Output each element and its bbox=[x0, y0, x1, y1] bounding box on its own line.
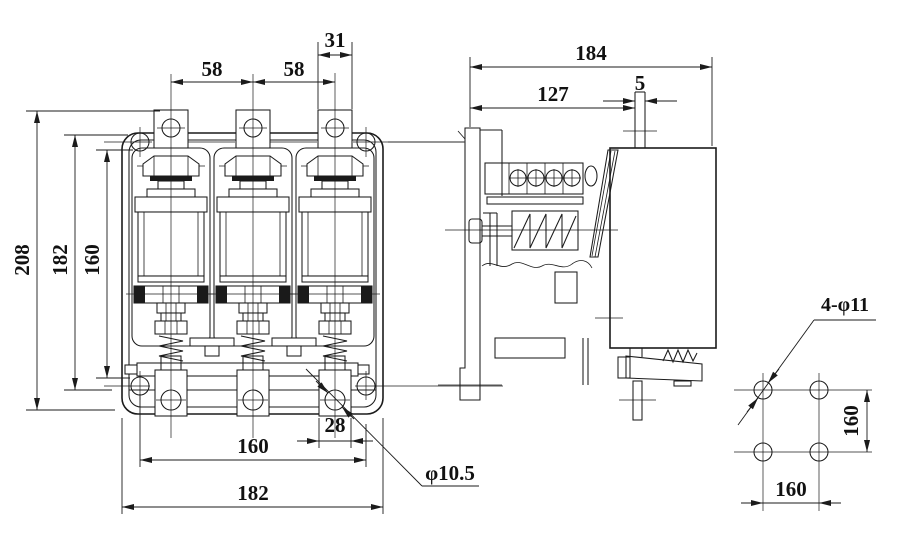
dim-pole-pitch-left: 58 bbox=[202, 57, 223, 81]
mounting-hole-pattern: 160 160 4-φ11 bbox=[734, 294, 876, 511]
mounting-hole-bottom-right bbox=[809, 442, 829, 462]
break-line bbox=[481, 260, 593, 269]
dim-mounting-span: 160 bbox=[237, 434, 269, 458]
pattern-callout-leader: 4-φ11 bbox=[737, 294, 876, 426]
dim-pole-pitch-right: 58 bbox=[284, 57, 305, 81]
dim-depth-body: 127 bbox=[537, 82, 569, 106]
hole-callout-leader: φ10.5 bbox=[305, 368, 479, 487]
dim-width-overall: 182 bbox=[237, 481, 269, 505]
dim-height-frame: 182 bbox=[48, 244, 72, 276]
magnet-housing bbox=[609, 147, 717, 349]
side-centerlines bbox=[388, 141, 618, 386]
dim-depth-overall: 184 bbox=[575, 41, 607, 65]
dim-lower-terminal-width: 28 bbox=[325, 413, 346, 437]
mounting-hole-top-left bbox=[753, 380, 773, 400]
bottom-bracket bbox=[617, 348, 703, 421]
lever-arm bbox=[589, 149, 619, 258]
dim-vertical-pitch: 160 bbox=[839, 405, 863, 437]
mounting-hole-bottom-left bbox=[753, 442, 773, 462]
mounting-hole-top-right bbox=[809, 380, 829, 400]
dim-terminal-width: 31 bbox=[325, 28, 346, 52]
lower-housing bbox=[494, 337, 566, 359]
side-view: 184 127 5 bbox=[388, 41, 717, 421]
front-dimensions: 58 58 31 208 182 160 160 1 bbox=[10, 28, 479, 514]
bottom-bolt bbox=[632, 380, 643, 421]
centerlines bbox=[104, 73, 503, 438]
adjust-bolt-head bbox=[468, 218, 483, 244]
frame-webs bbox=[189, 337, 317, 357]
mounting-plate bbox=[459, 127, 481, 401]
front-view: 58 58 31 208 182 160 160 1 bbox=[10, 28, 503, 514]
bracket-spring bbox=[662, 348, 698, 364]
side-dimensions: 184 127 5 bbox=[469, 41, 713, 146]
dim-height-overall: 208 bbox=[10, 244, 34, 276]
side-screw-head bbox=[584, 165, 598, 187]
return-spring-assembly bbox=[468, 210, 579, 266]
dim-pin-width: 5 bbox=[635, 71, 646, 95]
pattern-centerlines bbox=[734, 373, 872, 511]
dim-height-inner: 160 bbox=[80, 244, 104, 276]
top-pin bbox=[623, 91, 657, 148]
dim-horizontal-pitch: 160 bbox=[775, 477, 807, 501]
pattern-dimensions: 160 160 4-φ11 bbox=[737, 294, 876, 506]
hole-diameter-callout: φ10.5 bbox=[425, 461, 475, 485]
auxiliary-terminal-block bbox=[484, 162, 598, 205]
return-spring bbox=[513, 213, 577, 249]
pattern-hole-callout: 4-φ11 bbox=[821, 294, 869, 316]
